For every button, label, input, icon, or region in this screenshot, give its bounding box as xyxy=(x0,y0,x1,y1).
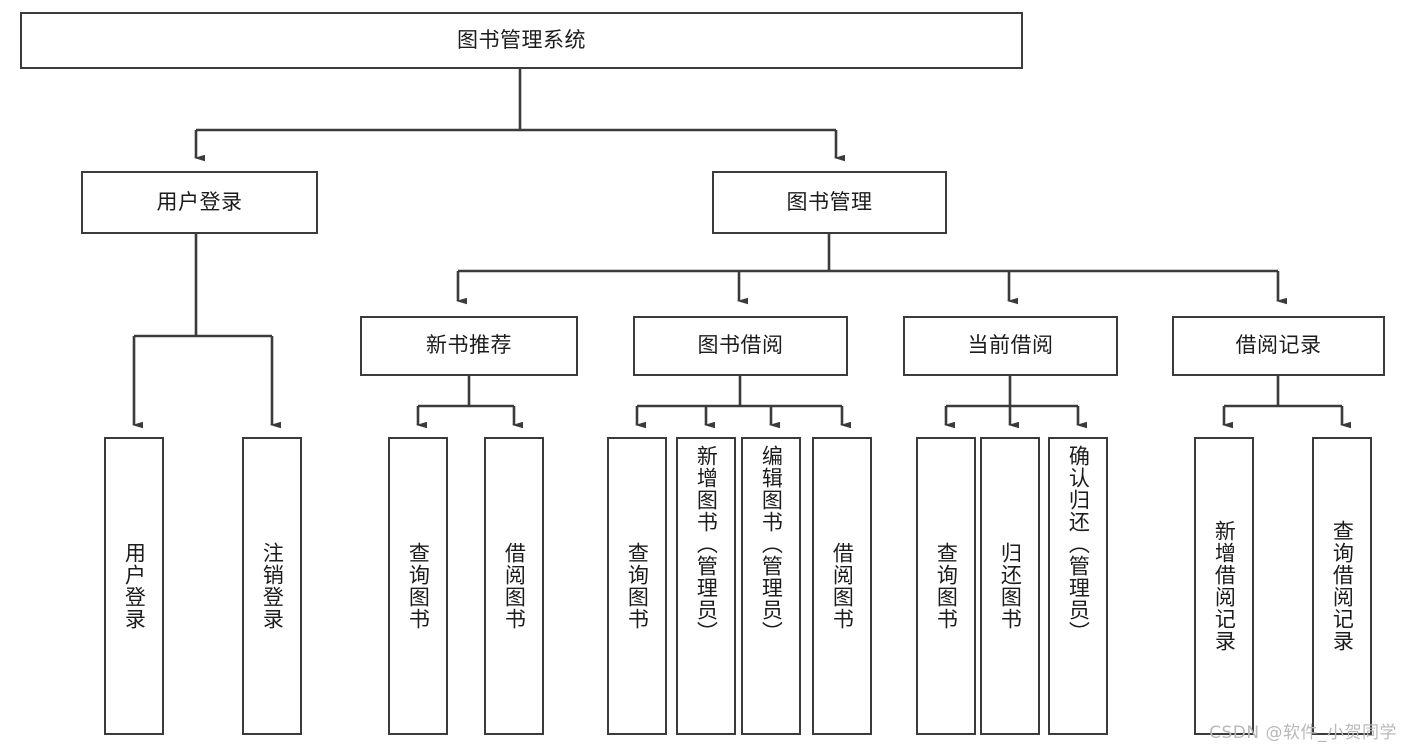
leaf-new-book-borrow[interactable]: 借阅图书 xyxy=(484,437,544,735)
node-label: 查询图书 xyxy=(934,542,959,630)
node-user-login[interactable]: 用户登录 xyxy=(81,171,318,234)
node-label: 用户登录 xyxy=(156,189,243,214)
node-label: 归还图书 xyxy=(998,542,1023,630)
node-label: 确认归还（管理员） xyxy=(1066,445,1091,643)
node-book-management[interactable]: 图书管理 xyxy=(712,171,947,234)
node-label: 查询借阅记录 xyxy=(1330,520,1355,652)
node-new-book-recommend[interactable]: 新书推荐 xyxy=(360,316,578,376)
leaf-current-borrow-confirm-return[interactable]: 确认归还（管理员） xyxy=(1048,437,1108,735)
leaf-borrow-record-add[interactable]: 新增借阅记录 xyxy=(1194,437,1254,735)
node-label: 图书管理 xyxy=(786,189,873,214)
node-book-borrow[interactable]: 图书借阅 xyxy=(633,316,848,376)
leaf-book-borrow-query[interactable]: 查询图书 xyxy=(607,437,667,735)
node-label: 借阅图书 xyxy=(502,542,527,630)
node-label: 当前借阅 xyxy=(967,333,1054,358)
node-label: 图书借阅 xyxy=(697,333,784,358)
node-label: 查询图书 xyxy=(625,542,650,630)
leaf-new-book-query[interactable]: 查询图书 xyxy=(388,437,448,735)
leaf-user-login-login[interactable]: 用户登录 xyxy=(104,437,164,735)
node-label: 新增图书（管理员） xyxy=(694,445,719,643)
leaf-current-borrow-return[interactable]: 归还图书 xyxy=(980,437,1040,735)
node-label: 借阅图书 xyxy=(830,542,855,630)
leaf-borrow-record-query[interactable]: 查询借阅记录 xyxy=(1312,437,1372,735)
node-borrow-record[interactable]: 借阅记录 xyxy=(1172,316,1385,376)
leaf-book-borrow-lend[interactable]: 借阅图书 xyxy=(812,437,872,735)
node-label: 编辑图书（管理员） xyxy=(759,445,784,643)
node-label: 借阅记录 xyxy=(1235,333,1322,358)
node-label: 查询图书 xyxy=(406,542,431,630)
node-label: 新增借阅记录 xyxy=(1212,520,1237,652)
node-root-system[interactable]: 图书管理系统 xyxy=(20,12,1023,69)
leaf-book-borrow-edit[interactable]: 编辑图书（管理员） xyxy=(741,437,801,735)
leaf-current-borrow-query[interactable]: 查询图书 xyxy=(916,437,976,735)
node-label: 新书推荐 xyxy=(426,333,512,358)
leaf-book-borrow-add[interactable]: 新增图书（管理员） xyxy=(676,437,736,735)
node-label: 用户登录 xyxy=(122,542,147,630)
node-label: 图书管理系统 xyxy=(457,27,586,52)
leaf-user-login-logout[interactable]: 注销登录 xyxy=(242,437,302,735)
node-label: 注销登录 xyxy=(260,542,285,630)
node-current-borrow[interactable]: 当前借阅 xyxy=(903,316,1118,376)
watermark: CSDN @软件_小贺同学 xyxy=(1209,723,1397,743)
